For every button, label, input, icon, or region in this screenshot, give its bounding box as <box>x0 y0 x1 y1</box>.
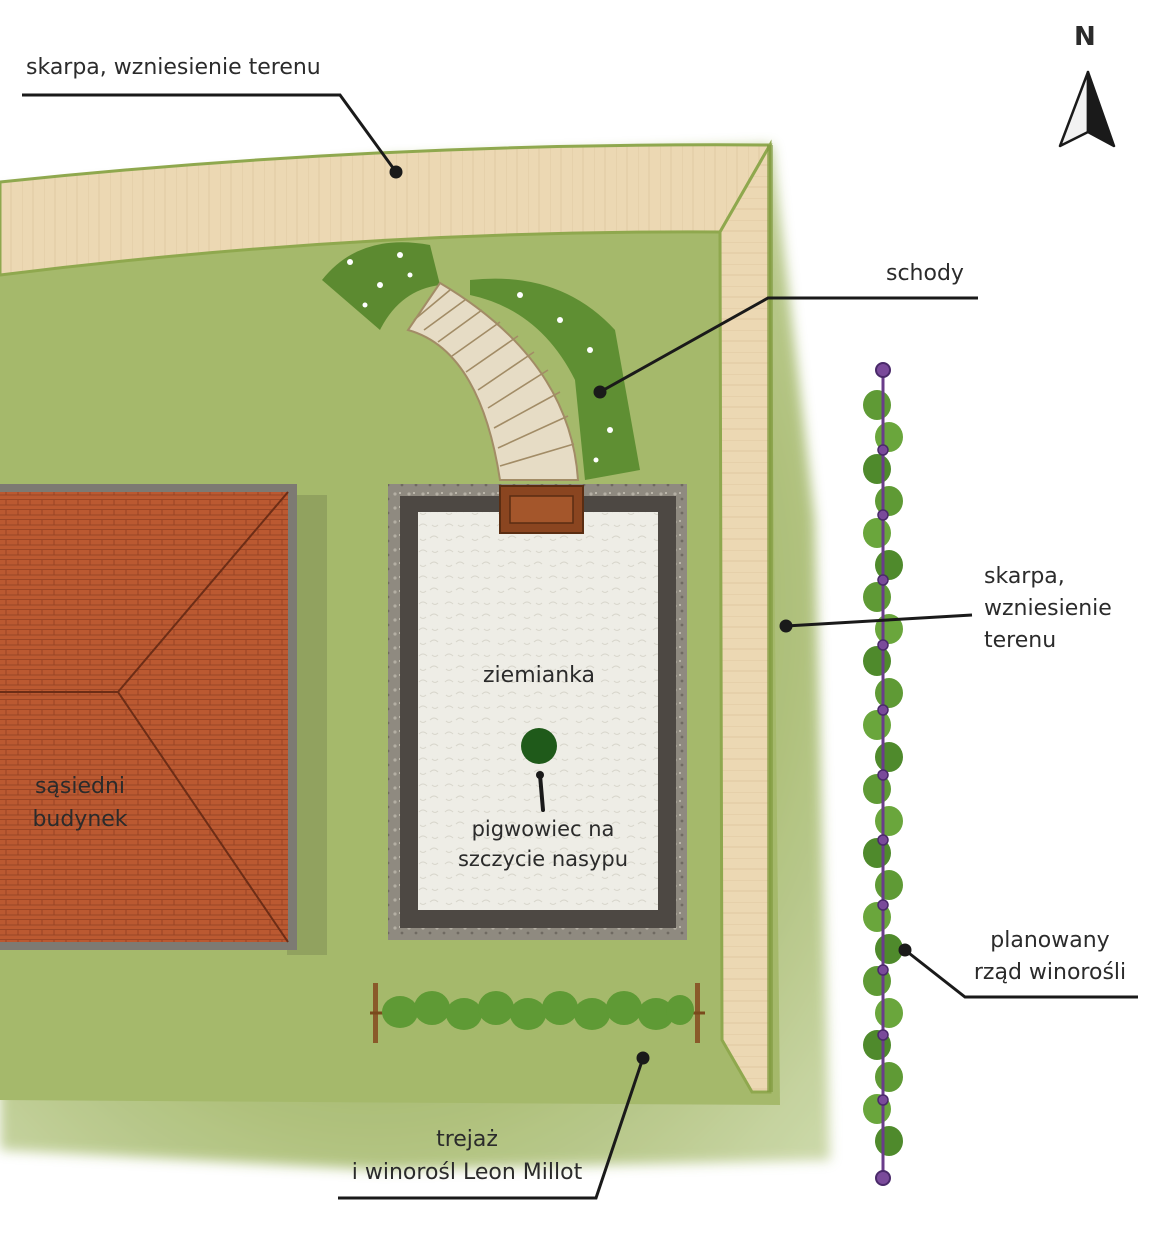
leader-lines <box>22 93 1138 1200</box>
vine-leaf <box>875 742 903 772</box>
vine-leaf <box>863 518 891 548</box>
vine-leaf <box>875 678 903 708</box>
label-ziemianka: ziemianka <box>483 663 595 688</box>
vine-leaf <box>863 582 891 612</box>
label-schody: schody <box>886 261 964 286</box>
vine-post <box>877 1094 889 1106</box>
embankment-right <box>718 139 772 1094</box>
vine-post <box>877 1029 889 1041</box>
vine-leaf <box>863 390 891 420</box>
trellis <box>370 983 705 1043</box>
label-pigwowiec-1: pigwowiec na <box>471 817 615 841</box>
vine-leaf <box>875 550 903 580</box>
vine-post <box>877 834 889 846</box>
stairs <box>322 242 640 481</box>
north-arrow-icon <box>1058 70 1116 148</box>
vine-post <box>877 899 889 911</box>
vine-post <box>877 574 889 586</box>
vine-post <box>877 964 889 976</box>
vine-leaf <box>863 710 891 740</box>
label-pigwowiec-2: szczycie nasypu <box>457 847 629 871</box>
neighbour-building <box>0 484 327 955</box>
label-skarpa-right-3: terenu <box>984 628 1057 653</box>
vine-post <box>877 509 889 521</box>
north-label: N <box>1074 22 1096 52</box>
vine-leaf <box>875 806 903 836</box>
label-planowany-2: rząd winorośli <box>973 960 1127 985</box>
vine-leaf <box>875 870 903 900</box>
quince-marker <box>521 728 557 764</box>
root-cellar <box>388 484 687 940</box>
vine-post <box>877 704 889 716</box>
label-sasiedni-1: sąsiedni <box>34 774 126 799</box>
vine-leaf <box>863 454 891 484</box>
label-trejaz-2: i winorośl Leon Millot <box>351 1160 583 1185</box>
vine-leaf <box>875 1062 903 1092</box>
label-skarpa-right-1: skarpa, <box>984 564 1065 589</box>
vine-row <box>863 362 903 1186</box>
vine-post <box>877 444 889 456</box>
label-sasiedni-2: budynek <box>32 807 128 832</box>
vine-leaf <box>875 998 903 1028</box>
vine-leaf <box>863 646 891 676</box>
label-skarpa-top: skarpa, wzniesienie terenu <box>26 55 321 80</box>
vine-leaf <box>875 1126 903 1156</box>
label-trejaz-1: trejaż <box>436 1127 498 1152</box>
vine-post <box>877 769 889 781</box>
label-planowany-1: planowany <box>990 928 1110 953</box>
vine-post <box>877 639 889 651</box>
label-skarpa-right-2: wzniesienie <box>984 596 1112 621</box>
